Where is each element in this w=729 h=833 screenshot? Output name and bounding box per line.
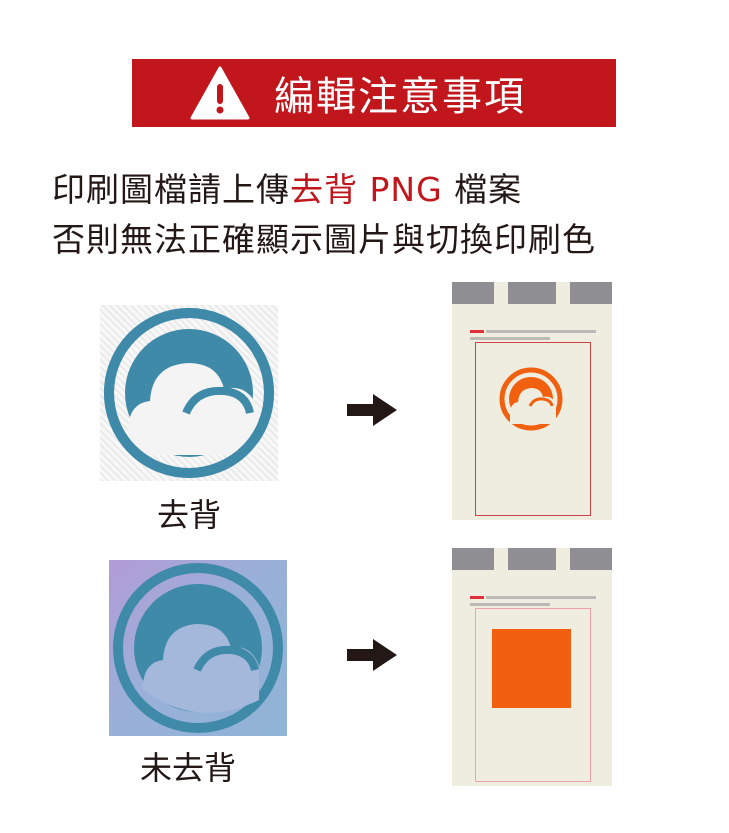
instruction-text: 檔案 <box>442 170 523 209</box>
caption-non-transparent: 未去背 <box>140 749 237 787</box>
warning-banner: 編輯注意事項 <box>132 59 616 127</box>
cloud-logo-icon <box>113 563 283 733</box>
warning-icon <box>190 66 250 120</box>
instruction-text: 印刷圖檔請上傳 <box>52 170 290 209</box>
instruction-line-2: 否則無法正確顯示圖片與切換印刷色 <box>52 220 596 259</box>
instruction-line-1: 印刷圖檔請上傳去背 PNG 檔案 <box>52 163 522 211</box>
printed-logo-icon <box>499 367 563 431</box>
transparent-logo-image <box>100 305 278 481</box>
instruction-highlight: 去背 PNG <box>290 170 443 209</box>
printed-solid-block <box>492 629 571 708</box>
non-transparent-logo-image <box>109 560 287 736</box>
tote-bag-preview-correct <box>452 282 612 520</box>
banner-title: 編輯注意事項 <box>274 74 526 120</box>
arrow-right-icon <box>347 639 397 671</box>
caption-transparent: 去背 <box>157 496 222 534</box>
tote-bag-preview-incorrect <box>452 548 612 786</box>
cloud-logo-icon <box>104 308 274 478</box>
arrow-right-icon <box>347 394 397 426</box>
